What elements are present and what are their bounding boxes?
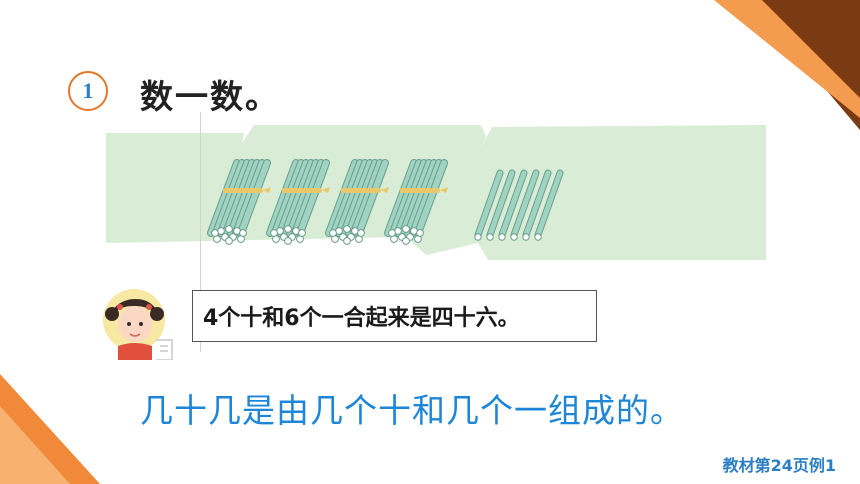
bundle-of-ten (384, 159, 448, 245)
single-sticks (474, 169, 564, 241)
bundle-of-ten (325, 159, 389, 245)
example-number: 1 (82, 78, 94, 103)
textbook-reference: 教材第24页例1 (722, 456, 836, 475)
summary-statement: 几十几是由几个十和几个一组成的。 (140, 391, 684, 430)
girl-avatar (103, 289, 173, 360)
speech-text: 4个十和6个一合起来是四十六。 (203, 306, 520, 331)
example-number-badge: 1 (68, 71, 108, 111)
corner-decoration-top-right (714, 0, 860, 130)
bundle-of-ten (207, 159, 271, 245)
stick-bundles (207, 159, 448, 245)
divider-line (200, 112, 201, 352)
example-title: 数一数。 (140, 77, 280, 116)
bundle-of-ten (266, 159, 330, 245)
counting-sticks-illustration (106, 125, 766, 260)
speech-bubble: 4个十和6个一合起来是四十六。 (192, 290, 597, 342)
corner-decoration-bottom-left (0, 374, 100, 484)
